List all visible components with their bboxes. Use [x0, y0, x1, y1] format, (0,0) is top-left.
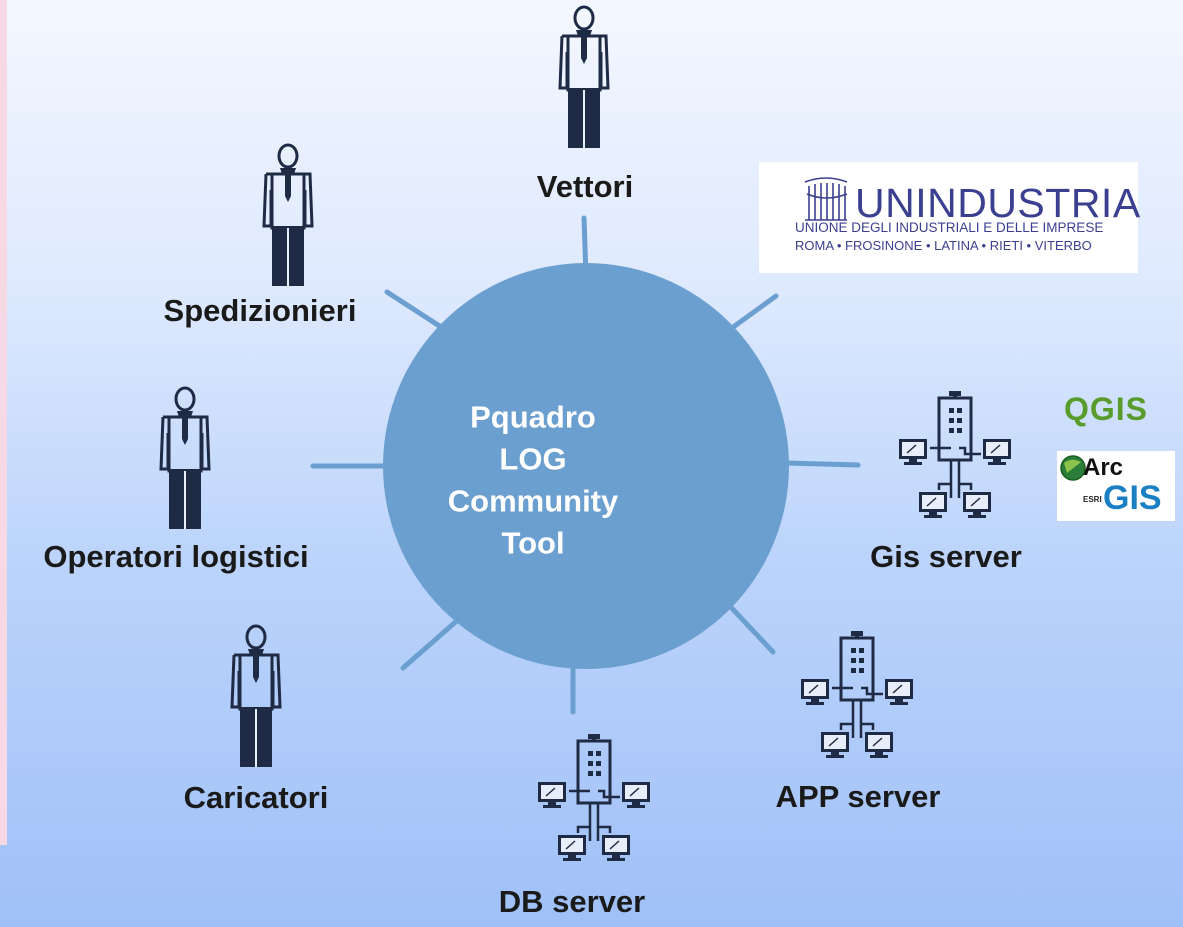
hub-line-4: Tool [501, 524, 565, 560]
person-icon-caricatori [230, 624, 282, 769]
connector-app [724, 600, 776, 655]
person-icon-operatori [159, 386, 211, 531]
person-icon-spedizionieri [262, 143, 314, 288]
arcgis-esri-text: ESRI [1083, 495, 1102, 504]
connector-caricatori [400, 615, 463, 671]
unindustria-name: UNINDUSTRIA [855, 180, 1141, 226]
label-operatori-logistici: Operatori logistici [43, 539, 309, 574]
label-spedizionieri: Spedizionieri [163, 293, 357, 328]
label-vettori: Vettori [536, 169, 634, 204]
unindustria-subtitle-1: UNIONE DEGLI INDUSTRIALI E DELLE IMPRESE [795, 220, 1104, 235]
connector-gis [783, 460, 861, 468]
server-network-icon-db [538, 734, 650, 861]
label-gis-server: Gis server [870, 539, 1022, 574]
hub-line-1: Pquadro [470, 399, 596, 435]
label-db-server: DB server [498, 884, 646, 919]
unindustria-emblem-icon [804, 177, 848, 221]
globe-icon [1060, 455, 1086, 481]
arcgis-arc-text: Arc [1083, 454, 1124, 481]
label-app-server: APP server [775, 779, 941, 814]
hub-line-3: Community [447, 483, 619, 518]
left-edge-panel [0, 0, 7, 845]
person-icon-vettori [558, 5, 610, 150]
unindustria-subtitle-2: ROMA • FROSINONE • LATINA • RIETI • VITE… [795, 238, 1092, 253]
central-hub-circle [383, 263, 789, 669]
connector-spedizionieri [384, 289, 444, 330]
qgis-logo: QGIS [1064, 391, 1149, 427]
hub-title: Pquadro LOG Community Tool [448, 396, 619, 563]
arcgis-logo: Arc ESRI GIS [1057, 451, 1175, 521]
server-network-icon-gis [899, 391, 1011, 518]
arcgis-gis-text: GIS [1103, 479, 1162, 517]
hub-line-2: LOG [499, 441, 567, 477]
server-network-icon-app [801, 631, 913, 758]
unindustria-logo: UNINDUSTRIA UNIONE DEGLI INDUSTRIALI E D… [759, 162, 1141, 273]
label-caricatori: Caricatori [183, 780, 329, 815]
